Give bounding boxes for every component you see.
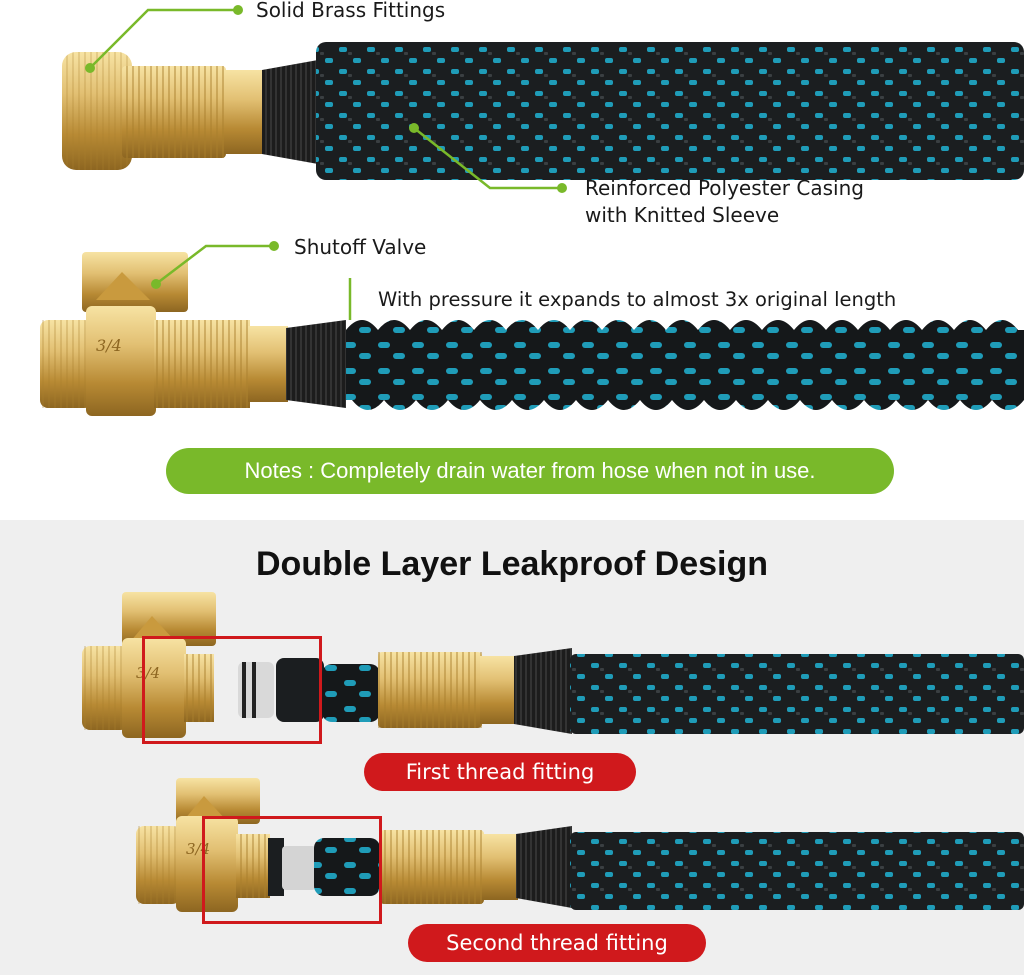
label-casing-line1: Reinforced Polyester Casing — [585, 176, 864, 200]
callout-dot — [409, 123, 419, 133]
valve-handle-mid — [82, 252, 188, 312]
valve-size-mark: 3/4 — [96, 336, 122, 355]
highlight-box-second — [202, 816, 382, 924]
callout-dot — [233, 5, 243, 15]
first-fitting-label: First thread fitting — [364, 753, 636, 791]
section-heading: Double Layer Leakproof Design — [256, 545, 768, 583]
o-ring-insert-second — [282, 846, 316, 890]
label-casing-line2: with Knitted Sleeve — [585, 203, 780, 227]
callout-line-shutoff — [155, 244, 274, 285]
callout-dot — [85, 63, 95, 73]
label-expand: With pressure it expands to almost 3x or… — [378, 288, 897, 311]
rubber-sleeve-mid — [286, 320, 346, 408]
label-shutoff: Shutoff Valve — [294, 235, 427, 259]
label-solid-brass: Solid Brass Fittings — [256, 0, 446, 22]
callout-dot — [557, 183, 567, 193]
hose-casing-top — [316, 42, 1024, 180]
notes-banner: Notes : Completely drain water from hose… — [166, 448, 894, 494]
hose-expanded-mid — [346, 320, 1024, 410]
valve-body-mid — [86, 306, 156, 416]
hose-casing-second — [570, 832, 1024, 910]
callout-dot — [269, 241, 279, 251]
hose-casing-first — [570, 654, 1024, 734]
rubber-sleeve-top — [262, 60, 318, 164]
callout-dot — [151, 279, 161, 289]
callout-line-brass — [89, 8, 238, 69]
highlight-box-first — [142, 636, 322, 744]
callout-line-casing — [413, 127, 562, 190]
second-fitting-label: Second thread fitting — [408, 924, 706, 962]
